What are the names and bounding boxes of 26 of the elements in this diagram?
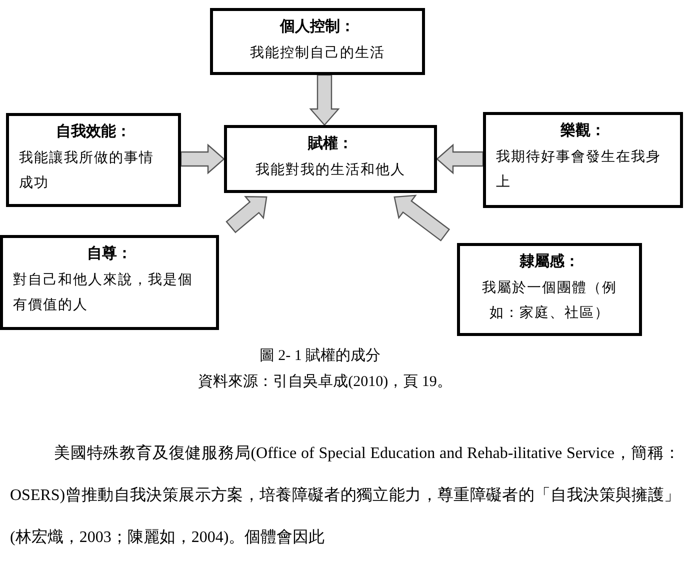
box-text: 對自己和他人來說，我是個有價值的人	[13, 272, 194, 314]
block-arrow	[226, 196, 268, 234]
box-text: 我屬於一個團體（例如：家庭、社區）	[481, 280, 618, 322]
text-box	[210, 8, 425, 75]
box-text: 我能讓我所做的事情成功	[19, 149, 155, 192]
block-arrow	[309, 74, 340, 126]
text-box	[483, 112, 683, 208]
box-heading: 自我效能：	[55, 122, 132, 141]
text-box	[224, 125, 437, 193]
block-arrow	[394, 194, 450, 242]
box-heading: 隸屬感：	[518, 252, 580, 271]
box-heading: 樂觀：	[560, 121, 606, 140]
box-heading: 個人控制：	[278, 17, 356, 36]
text-box	[6, 113, 181, 207]
text-box	[0, 235, 219, 330]
body-paragraph: 美國特殊教育及復健服務局(Office of Special Education and Rehab-ilitative Service，簡稱：OSERS)曾推動自我決策展示方案，培養障礙者的獨立能力，尊重障礙者的「自我決策與擁護」(林宏熾，2003；陳麗如，2004)。個體會因此	[10, 443, 680, 548]
figure-caption: 圖 2- 1 賦權的成分	[258, 346, 382, 365]
box-heading: 賦權：	[306, 134, 354, 153]
box-text: 我能對我的生活和他人	[254, 162, 406, 180]
block-arrow	[180, 144, 225, 174]
block-arrow	[436, 144, 484, 174]
text-box	[457, 243, 642, 336]
source-note: 資料來源：引自吳卓成(2010)，頁 19。	[197, 372, 453, 391]
box-text: 我能控制自己的生活	[249, 44, 386, 63]
box-heading: 自尊：	[86, 244, 133, 263]
box-text: 我期待好事會發生在我身上	[496, 148, 662, 192]
